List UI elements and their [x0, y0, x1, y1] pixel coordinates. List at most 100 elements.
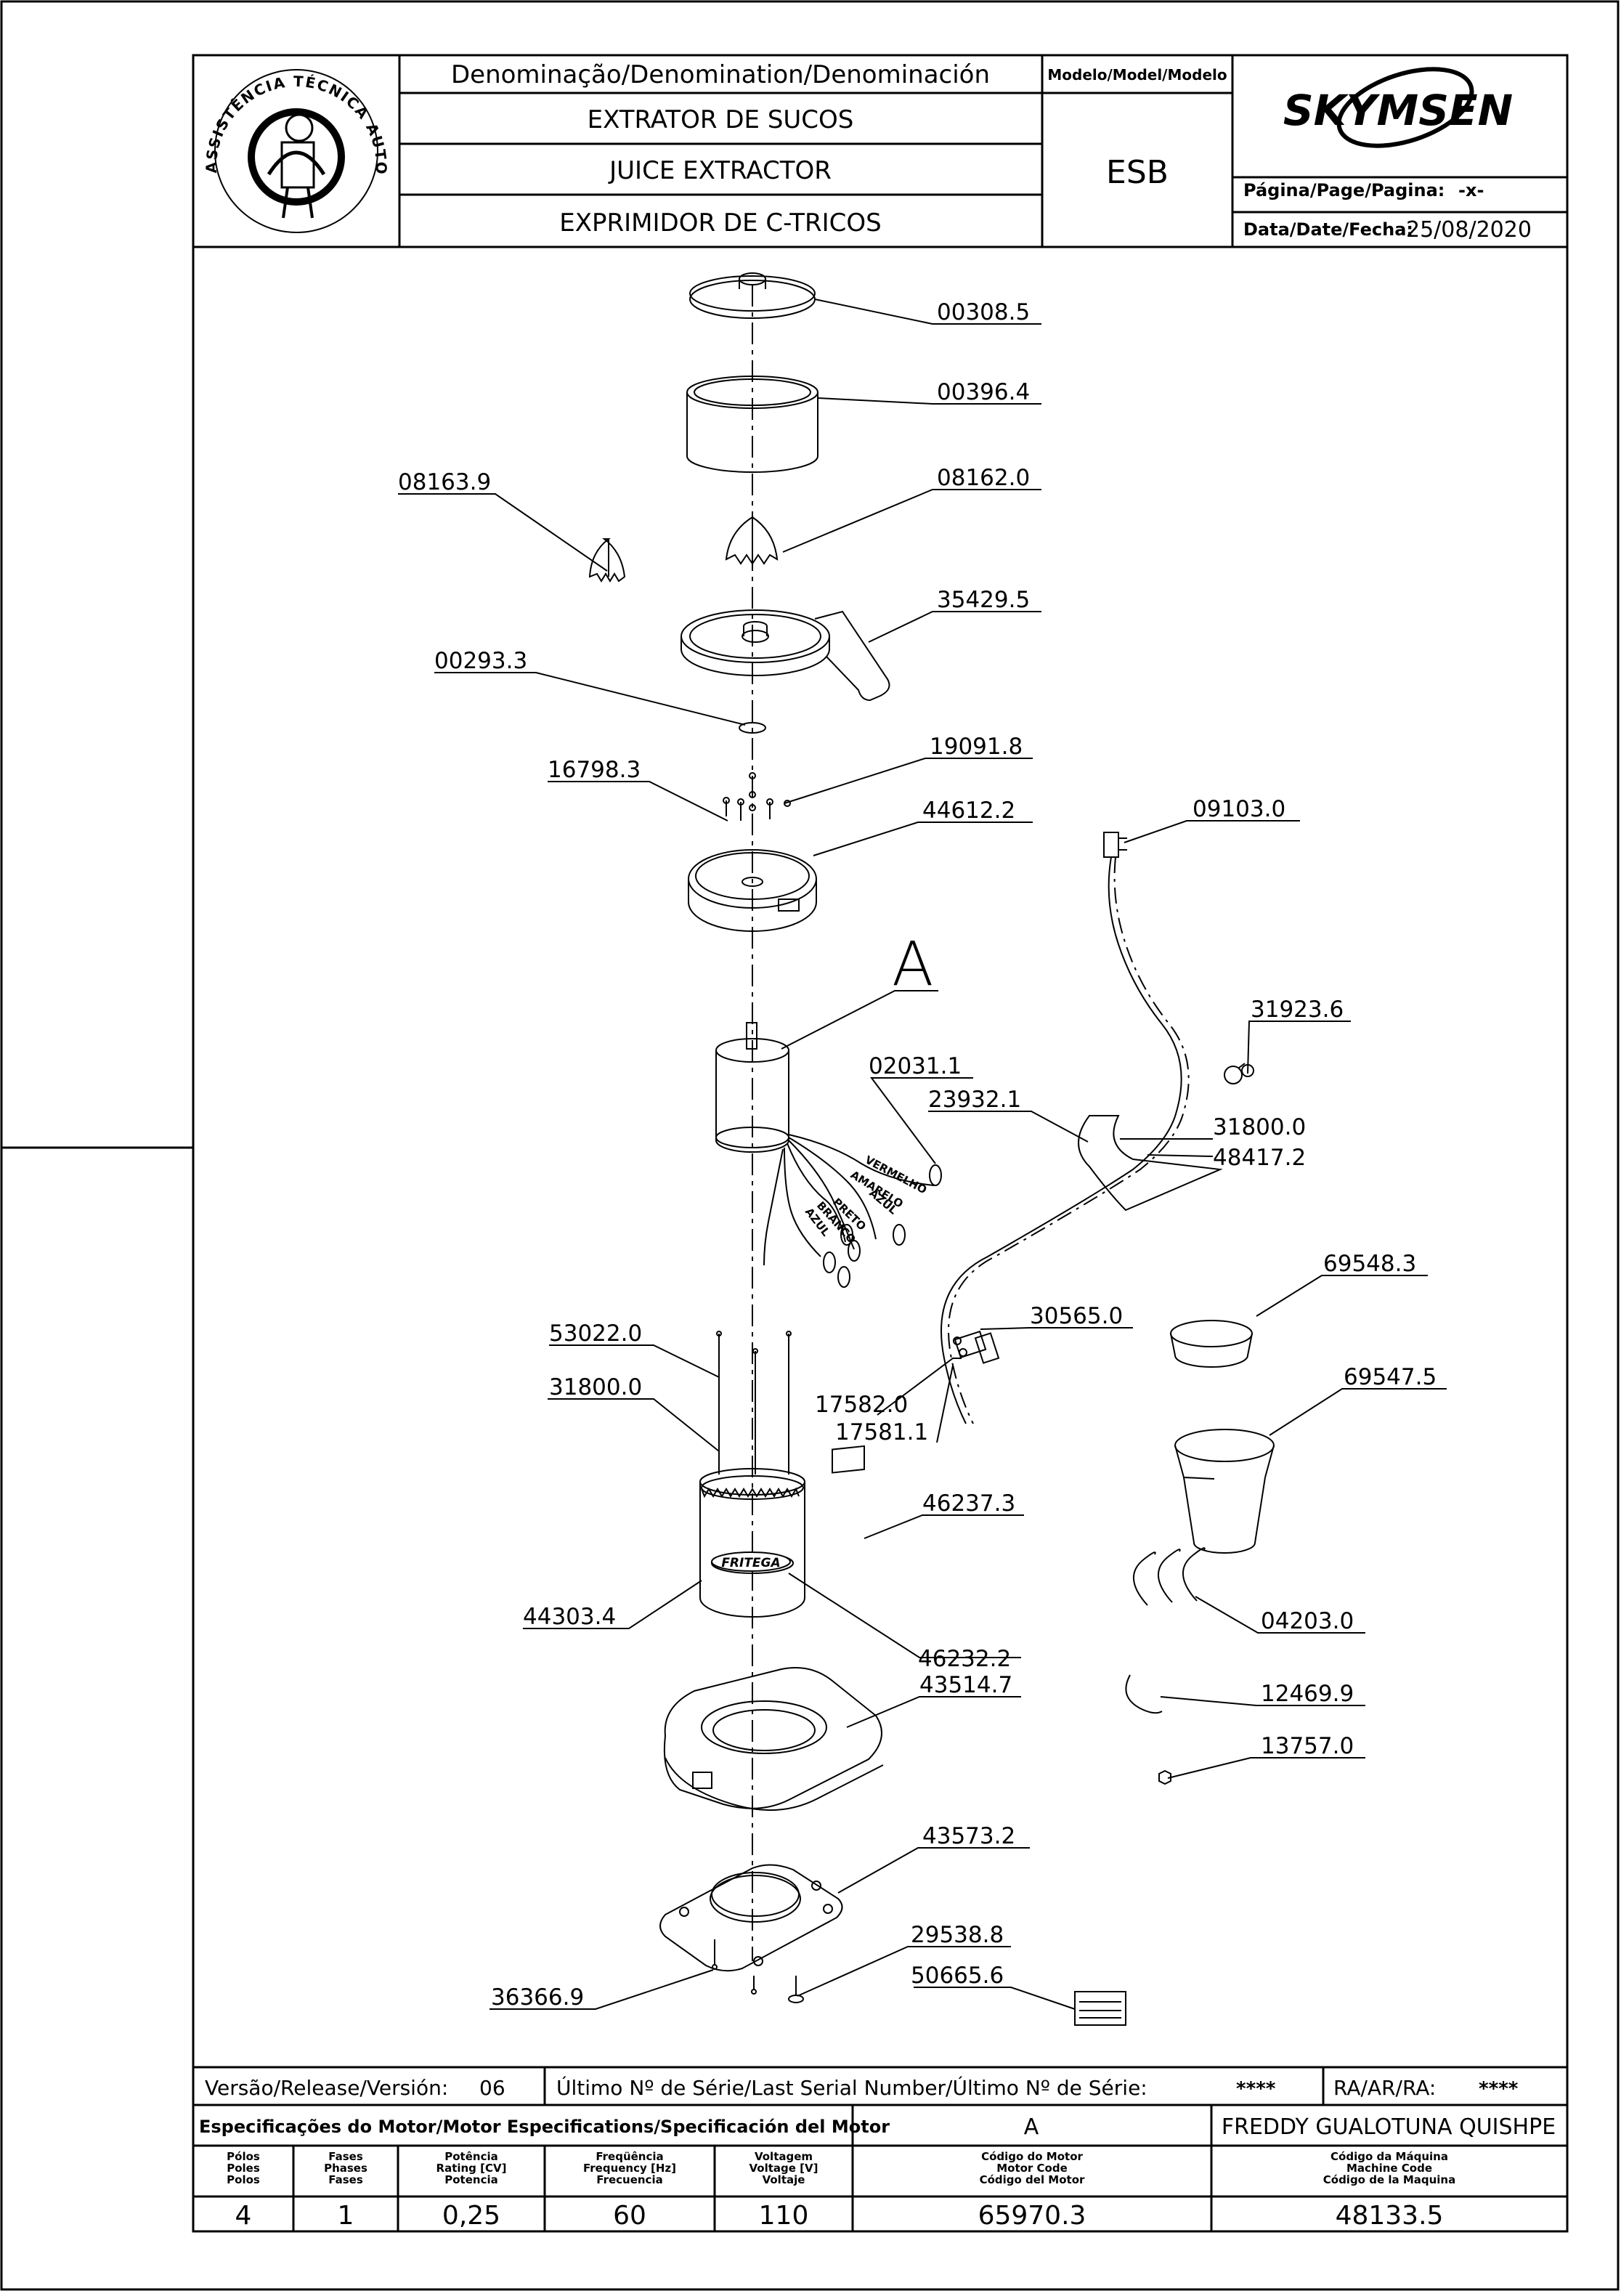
callout-label: 00293.3 [434, 648, 527, 674]
voltage-value: 110 [759, 2201, 809, 2231]
motor-shape [715, 1022, 789, 1153]
poles-label: Polos [227, 2173, 260, 2186]
motor-code-value: 65970.3 [978, 2201, 1086, 2231]
callout-label: 29538.8 [911, 1922, 1004, 1948]
serial-label: Último Nº de Série/Last Serial Number/Úl… [556, 2075, 1147, 2100]
base-shape [663, 1667, 884, 1812]
warning-label-shape [1074, 1991, 1126, 2026]
assistance-stamp-logo: ASSISTÊNCIA TÉCNICA AUTORIZADA [0, 0, 390, 233]
callout-label: 12469.9 [1261, 1681, 1354, 1707]
callout-label: 17582.0 [815, 1392, 908, 1418]
callout-label: 44303.4 [523, 1604, 616, 1630]
callout-label: 02031.1 [869, 1053, 962, 1079]
stamp-text: ASSISTÊNCIA TÉCNICA AUTORIZADA [0, 0, 389, 176]
callout-label: 69548.3 [1323, 1251, 1416, 1277]
callout-label: 48417.2 [1213, 1145, 1306, 1171]
feet-screws [712, 1939, 804, 2003]
motor-code-label: Código del Motor [980, 2173, 1085, 2186]
frequency-label: Frecuencia [596, 2173, 662, 2186]
poles-value: 4 [235, 2201, 252, 2231]
callout-label: 44612.2 [922, 798, 1015, 824]
date-value: 25/08/2020 [1406, 217, 1532, 243]
motor-ref: A [1024, 2114, 1039, 2140]
power-label: Potência [444, 2150, 497, 2163]
part-callouts: 00308.5 00396.4 08163.9 08162.0 35429.5 … [398, 299, 1447, 2011]
callout-label: 50665.6 [911, 1963, 1004, 1989]
callout-label: 35429.5 [937, 587, 1030, 613]
callout-label: 09103.0 [1193, 796, 1285, 822]
brand-name: SKYMSEN [1283, 86, 1513, 135]
power-cord-shape [940, 832, 1190, 1424]
page-value: -x- [1458, 180, 1484, 200]
spring-clips-shape [1133, 1547, 1206, 1606]
motor-code-label: Código do Motor [981, 2150, 1083, 2163]
poles-label: Poles [227, 2162, 260, 2175]
name-es: EXPRIMIDOR DE C-TRICOS [559, 208, 882, 238]
callout-label: 69547.5 [1344, 1364, 1437, 1390]
voltage-label: Voltaje [763, 2173, 805, 2186]
phases-label: Phases [324, 2162, 367, 2175]
callout-label: 31800.0 [549, 1374, 642, 1400]
frequency-label: Frequency [Hz] [583, 2162, 676, 2175]
name-pt: EXTRATOR DE SUCOS [588, 105, 854, 134]
version-label: Versão/Release/Versión: [205, 2076, 448, 2100]
callout-label: 17581.1 [835, 1419, 928, 1445]
small-fasteners [723, 772, 791, 821]
motor-callout-label: A [892, 928, 933, 999]
ra-label: RA/AR/RA: [1333, 2076, 1436, 2100]
callout-label: 36366.9 [491, 1984, 584, 2011]
washer-shape [739, 722, 766, 734]
motor-wires [763, 1134, 942, 1288]
callout-label: 31923.6 [1251, 997, 1344, 1023]
small-reamer-shape [588, 538, 626, 583]
motor-badge: FRITEGA [711, 1551, 791, 1572]
callout-label: 43514.7 [919, 1672, 1012, 1698]
date-label: Data/Date/Fecha: [1243, 219, 1413, 240]
callout-label: 19091.8 [930, 734, 1023, 760]
denomination-label: Denominação/Denomination/Denominación [451, 60, 990, 89]
frequency-label: Freqüência [596, 2150, 663, 2163]
callout-label: 53022.0 [549, 1321, 642, 1347]
skymsen-brand-logo: SKYMSEN [1283, 67, 1513, 148]
voltage-label: Voltage [V] [749, 2162, 818, 2175]
callout-label: 43573.2 [922, 1823, 1015, 1849]
machine-code-label: Machine Code [1346, 2162, 1432, 2175]
small-nut-shape [1158, 1769, 1171, 1785]
machine-code-value: 48133.5 [1336, 2201, 1444, 2231]
long-rods [716, 1331, 792, 1474]
serial-value: **** [1236, 2078, 1276, 2100]
clip-shape [1125, 1674, 1163, 1714]
switch-shape [953, 1330, 1000, 1364]
phases-value: 1 [338, 2201, 354, 2231]
cup-shape [1174, 1429, 1275, 1554]
callout-label: 13757.0 [1261, 1733, 1354, 1759]
svg-text:ASSISTÊNCIA TÉCNICA AUTORIZADA: ASSISTÊNCIA TÉCNICA AUTORIZADA [0, 0, 390, 176]
model-value: ESB [1106, 154, 1169, 191]
power-value: 0,25 [442, 2201, 500, 2231]
frequency-value: 60 [613, 2201, 646, 2231]
large-reamer-shape [725, 516, 779, 565]
callout-label: 46237.3 [922, 1490, 1015, 1517]
callout-label: 31800.0 [1213, 1114, 1306, 1140]
model-label: Modelo/Model/Modelo [1047, 66, 1227, 84]
motor-badge-text: FRITEGA [721, 1556, 780, 1570]
callout-label: 08162.0 [937, 465, 1030, 491]
exploded-drawing [588, 272, 1275, 2026]
callout-label: 30565.0 [1030, 1303, 1123, 1329]
machine-code-label: Código da Máquina [1330, 2150, 1448, 2163]
ring-shape [686, 376, 818, 473]
motor-spec-label: Especificações do Motor/Motor Especifica… [199, 2117, 890, 2137]
power-label: Rating [CV] [436, 2162, 507, 2175]
name-en: JUICE EXTRACTOR [608, 156, 832, 185]
filter-basket-shape [1170, 1320, 1253, 1368]
voltage-label: Voltagem [755, 2150, 813, 2163]
wire-labels: VERMELHO AMARELO AZUL PRETO BRANCO AZUL [803, 1153, 929, 1246]
version-value: 06 [479, 2076, 505, 2100]
callout-label: 16798.3 [548, 757, 641, 783]
callout-label: 23932.1 [928, 1087, 1021, 1113]
power-label: Potencia [444, 2173, 497, 2186]
phases-label: Fases [328, 2173, 363, 2186]
phases-label: Fases [328, 2150, 363, 2163]
